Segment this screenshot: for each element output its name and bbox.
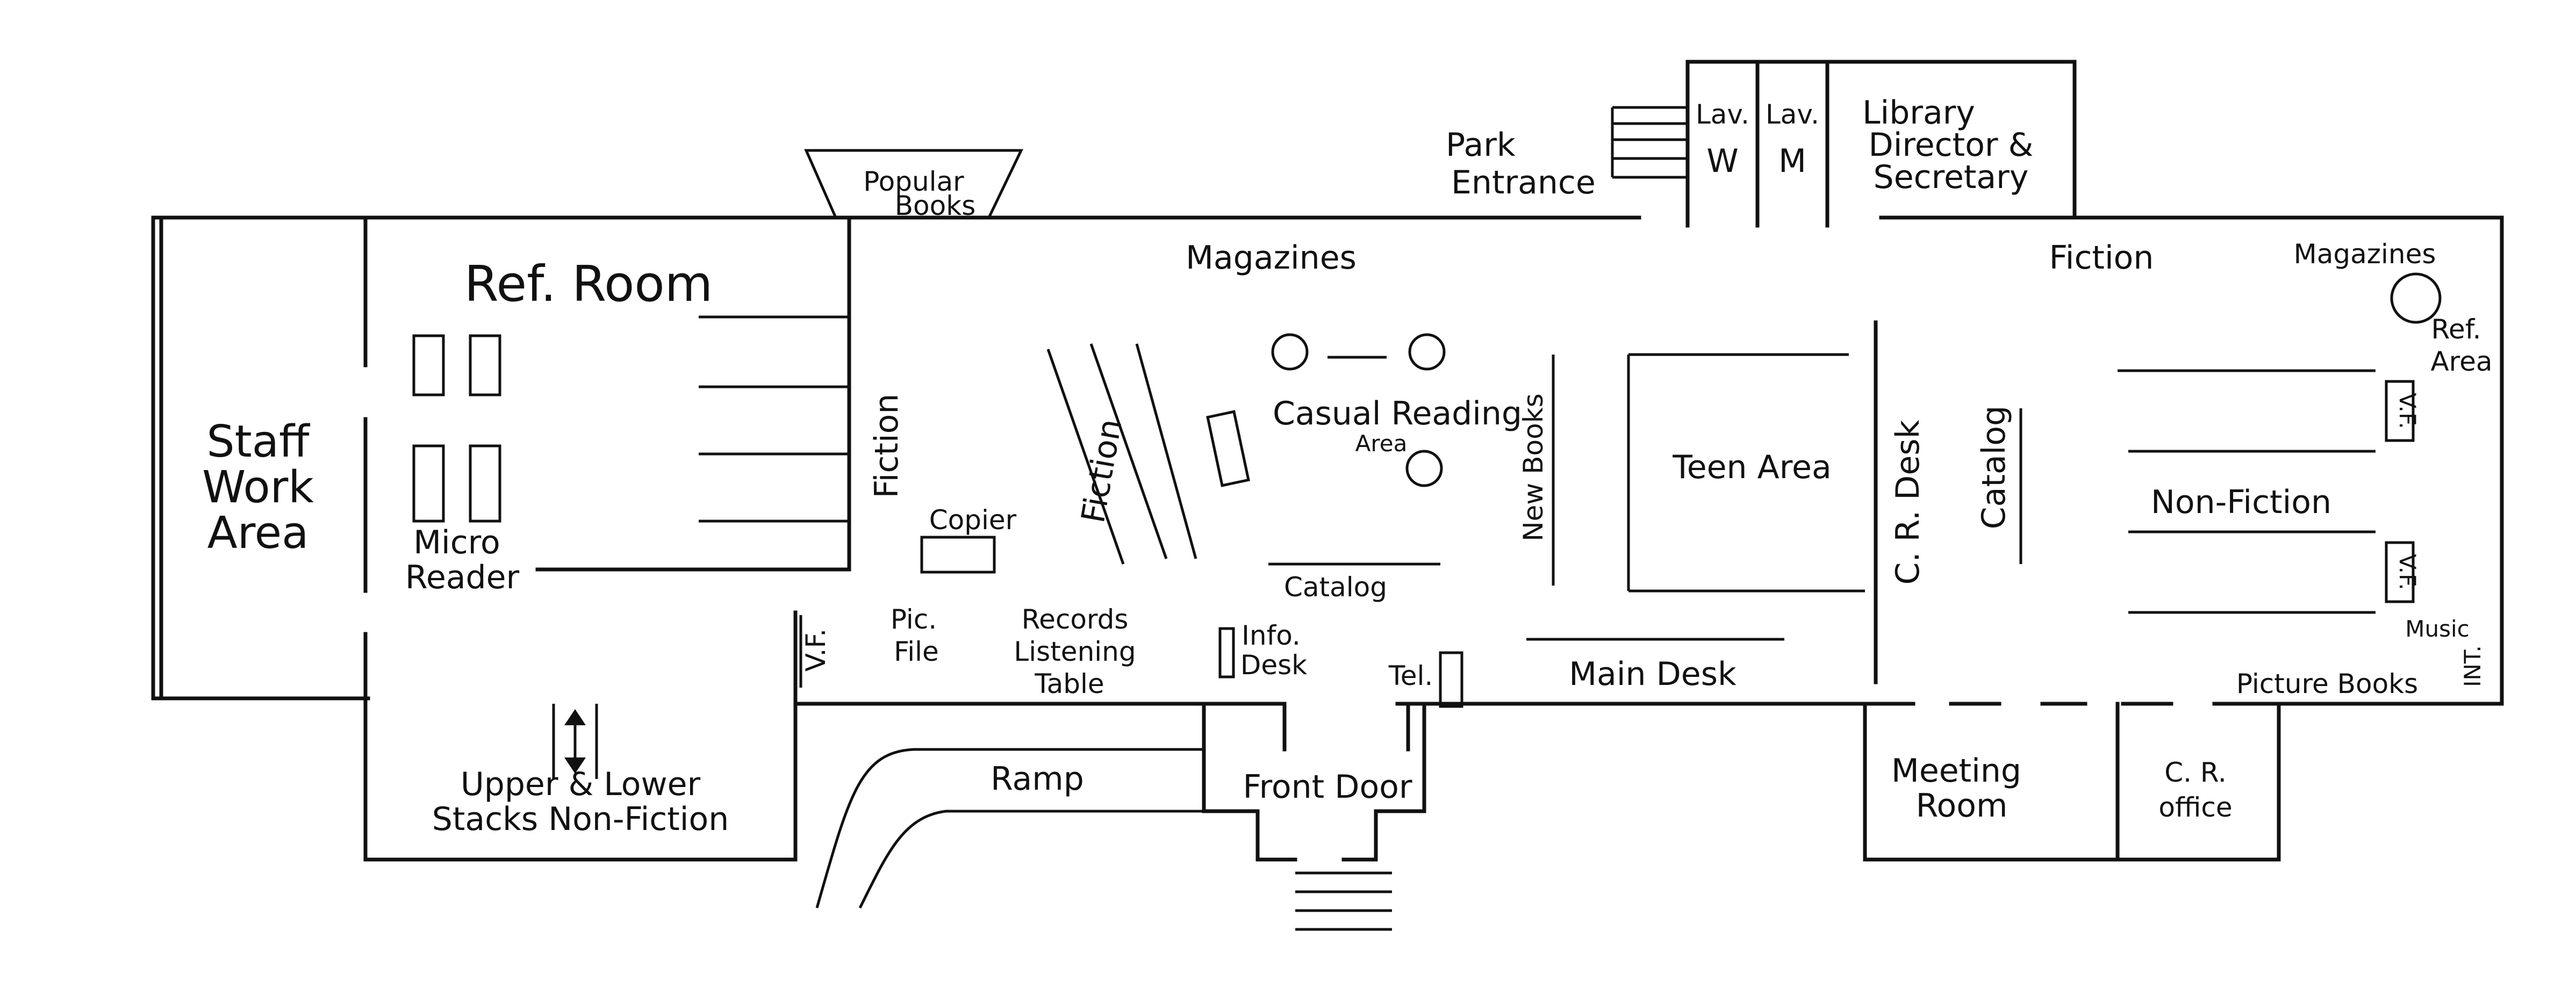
stacks-line-2: Stacks Non-Fiction: [432, 800, 729, 838]
cr-office-line-1: C. R.: [2164, 757, 2227, 788]
cr-office-line-2: office: [2158, 792, 2232, 823]
copier-label: Copier: [929, 504, 1017, 536]
catalog-center-label: Catalog: [1284, 572, 1387, 603]
park-line-1: Park: [1446, 126, 1516, 164]
east-furniture: [2118, 272, 2442, 614]
records-line-2: Listening: [1014, 636, 1136, 667]
popular-line-2: Books: [895, 190, 976, 221]
popular-books-display: [804, 149, 1023, 219]
records-line-3: Table: [1034, 668, 1104, 699]
new-books-label: New Books: [1518, 393, 1549, 541]
staff-work-area-label: Staff Work Area: [202, 416, 314, 559]
fiction-vertical-2-label: Fiction: [1074, 416, 1130, 526]
director-line-2: Director &: [1869, 126, 2034, 164]
micro-line-2: Reader: [405, 559, 520, 596]
ref-area-line-2: Area: [2430, 346, 2492, 377]
info-line-2: Desk: [1240, 649, 1307, 681]
magazines-right-label: Magazines: [2294, 239, 2436, 270]
casual-line-1: Casual Reading: [1273, 395, 1522, 432]
director-line-1: Library: [1862, 94, 1975, 132]
casual-line-2: Area: [1355, 430, 1408, 457]
library-director-label: Library Director & Secretary: [1862, 94, 2033, 196]
int-label: INT.: [2459, 645, 2486, 687]
cr-desk-label: C. R. Desk: [1889, 420, 1927, 584]
teen-area-label: Teen Area: [1672, 449, 1831, 486]
tel-label: Tel.: [1388, 660, 1433, 691]
ref-area-label: Ref. Area: [2430, 314, 2492, 377]
meeting-line-2: Room: [1916, 787, 2008, 825]
meeting-room-label: Meeting Room: [1891, 752, 2021, 825]
vf-right-2-label: V.F.: [2394, 554, 2421, 590]
ramp-label: Ramp: [991, 760, 1084, 798]
catalog-vertical-label: Catalog: [1975, 406, 2013, 529]
info-line-1: Info.: [1242, 620, 1301, 651]
lav-w-label: Lav. W: [1696, 99, 1749, 180]
vf-right-1-label: V.F.: [2394, 393, 2421, 429]
popular-line-1: Popular: [863, 166, 964, 197]
records-line-1: Records: [1022, 604, 1129, 635]
casual-reading-label: Casual Reading Area: [1273, 395, 1522, 457]
staff-line-3: Area: [207, 508, 309, 559]
magazines-left-label: Magazines: [1186, 239, 1357, 277]
pic-line-1: Pic.: [891, 604, 937, 635]
non-fiction-label: Non-Fiction: [2151, 483, 2331, 521]
front-entrance: [815, 702, 1426, 931]
pic-line-2: File: [894, 636, 939, 667]
lav-w-line-1: Lav.: [1696, 99, 1749, 130]
stacks-line-1: Upper & Lower: [461, 766, 701, 803]
west-partitions: [363, 215, 851, 862]
front-door-label: Front Door: [1243, 768, 1412, 806]
north-annex: [1611, 60, 2077, 228]
records-label: Records Listening Table: [1014, 604, 1136, 699]
staff-line-2: Work: [202, 462, 314, 513]
lav-w-line-2: W: [1706, 142, 1738, 180]
info-desk-label: Info. Desk: [1240, 620, 1307, 681]
music-label: Music: [2405, 616, 2470, 642]
stairs-arrow-icon: [552, 704, 598, 779]
ref-area-line-1: Ref.: [2431, 314, 2481, 345]
main-desk-label: Main Desk: [1569, 655, 1737, 693]
ref-room-label: Ref. Room: [464, 255, 713, 313]
stacks-label: Upper & Lower Stacks Non-Fiction: [432, 766, 729, 838]
cr-office-label: C. R. office: [2158, 757, 2232, 823]
picture-books-label: Picture Books: [2236, 668, 2418, 699]
pic-file-label: Pic. File: [891, 604, 939, 667]
park-line-2: Entrance: [1451, 164, 1596, 201]
director-line-3: Secretary: [1874, 158, 2029, 196]
vf-left-label: V.F.: [800, 629, 831, 672]
fiction-right-label: Fiction: [2049, 239, 2154, 277]
south-east-rooms: [1863, 702, 2281, 862]
fiction-vertical-1-label: Fiction: [868, 394, 906, 499]
central-furniture: [799, 320, 2022, 708]
park-entrance-label: Park Entrance: [1446, 126, 1596, 201]
lav-m-line-2: M: [1778, 142, 1806, 180]
micro-reader-tables: [412, 334, 501, 523]
popular-books-label: Popular Books: [863, 166, 975, 221]
meeting-line-1: Meeting: [1891, 752, 2021, 790]
micro-reader-label: Micro Reader: [405, 524, 520, 596]
staff-line-1: Staff: [207, 416, 311, 467]
micro-line-1: Micro: [413, 524, 500, 561]
lav-m-label: Lav. M: [1766, 99, 1819, 180]
lav-m-line-1: Lav.: [1766, 99, 1819, 130]
